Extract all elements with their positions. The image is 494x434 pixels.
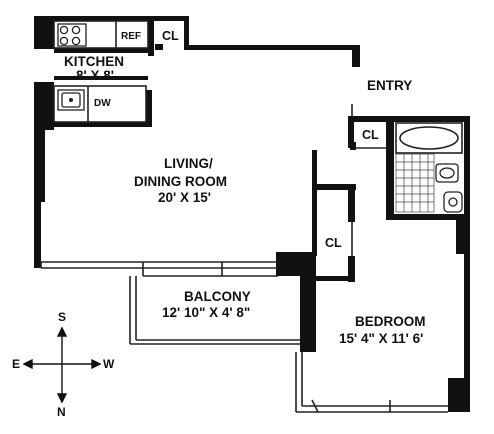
wall-bedroom-right-block	[456, 218, 470, 254]
wall-kitchen-lower-right	[146, 90, 152, 127]
outlines	[40, 20, 448, 413]
wall-kitchen-corner	[34, 16, 54, 49]
label-dishwasher: DW	[94, 98, 111, 109]
label-living-line2: DINING ROOM	[134, 174, 227, 189]
wall-entry-stub	[352, 45, 360, 67]
wall-closet-bottom	[312, 276, 355, 281]
stove-icon	[57, 23, 87, 47]
kitchen-counter-upper	[53, 20, 149, 49]
wall-bath-closet-stub	[350, 142, 356, 150]
label-closet-bedroom: CL	[325, 236, 342, 250]
wall-hall-left	[312, 150, 317, 256]
label-entry: ENTRY	[367, 78, 412, 93]
wall-junction-block	[276, 252, 316, 276]
compass-north: N	[57, 405, 66, 419]
walls	[34, 16, 470, 412]
wall-closet-top	[312, 184, 356, 190]
wall-kitchen-counter-top	[54, 48, 148, 53]
bedroom-window-mark	[311, 399, 319, 413]
wall-bath-left	[348, 116, 354, 148]
wall-left-lower	[34, 130, 45, 202]
label-balcony-size: 12' 10" X 4' 8"	[162, 305, 250, 320]
compass-south: S	[58, 310, 66, 324]
label-kitchen-name: KITCHEN	[64, 54, 124, 69]
wall-top-right	[184, 45, 360, 50]
wall-bath-divider	[386, 116, 394, 216]
compass-west: W	[103, 357, 115, 371]
wall-bath-bottom	[386, 214, 470, 220]
label-living-size: 20' X 15'	[158, 190, 211, 205]
wall-closet-right-top	[348, 184, 355, 222]
wall-bath-right	[464, 116, 470, 220]
label-bedroom-name: BEDROOM	[355, 314, 426, 329]
wall-kitchen-counter-top2	[54, 76, 148, 80]
wall-bedroom-right	[464, 254, 470, 380]
label-bedroom-size: 15' 4" X 11' 6'	[339, 331, 423, 346]
label-living-line1: LIVING/	[164, 156, 213, 171]
wall-top-entry-drop	[184, 16, 189, 50]
label-closet-kitchen: CL	[162, 29, 179, 43]
compass-icon	[22, 326, 102, 404]
sink-icon	[57, 89, 85, 111]
compass-east: E	[12, 357, 20, 371]
bath-tile-floor	[395, 153, 435, 213]
wall-kitchen-closet-bottom	[155, 44, 163, 50]
wall-bedroom-left	[300, 276, 316, 352]
wall-bath-top	[348, 116, 470, 122]
wall-kitchen-lower-counter	[54, 122, 150, 127]
label-kitchen-size: 8' X 8'	[76, 68, 114, 83]
label-closet-bath: CL	[362, 128, 379, 142]
wall-closet-left	[148, 16, 154, 56]
bathtub-icon	[395, 122, 463, 154]
wall-bedroom-corner	[448, 378, 470, 412]
wall-top-kitchen	[34, 16, 158, 21]
label-balcony-name: BALCONY	[184, 289, 251, 304]
wall-left-upper	[34, 82, 54, 130]
wall-closet-right-bottom	[348, 256, 355, 282]
wall-top-entry	[154, 16, 188, 21]
kitchen-counter-lower	[53, 85, 147, 123]
label-refrigerator: REF	[121, 31, 141, 42]
toilet-icon	[435, 163, 463, 213]
wall-left-bottom	[34, 202, 41, 268]
